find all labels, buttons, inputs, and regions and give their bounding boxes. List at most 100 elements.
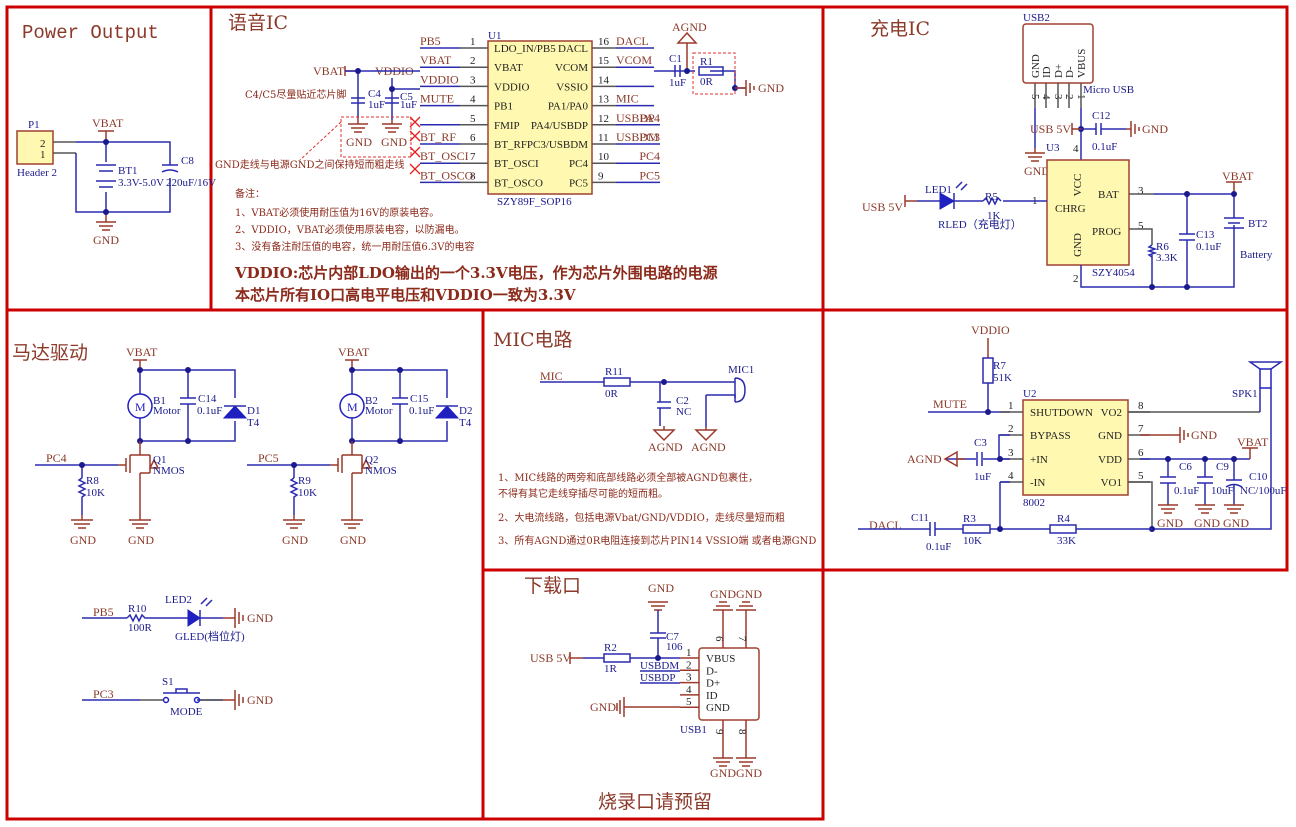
u2-pin-name: -IN <box>1030 477 1045 489</box>
r6-resistor <box>1146 244 1158 258</box>
u1-pin-num: 11 <box>598 132 609 144</box>
u2-pin-num: 2 <box>1008 423 1014 435</box>
u2-pin-num: 6 <box>1138 447 1144 459</box>
u1-left-pins: 1LDO_IN/PB5PB52VBATVBAT3VDDIOVDDIO4PB1MU… <box>420 34 556 189</box>
mic-note-2: 2、大电流线路，包括电源Vbat/GND/VDDIO，走线尽量短而粗 <box>498 511 785 524</box>
c12-value: 0.1uF <box>1092 141 1117 153</box>
usb2-gnd-label: GND <box>1024 164 1050 178</box>
u1-pin-num: 16 <box>598 36 610 48</box>
u3-pin-chrg: CHRG <box>1055 203 1086 215</box>
power-output-section: Power Output P1 2 1 Header 2 VBAT GND BT… <box>16 22 216 247</box>
vbat-label: VBAT <box>92 116 124 130</box>
u2-pin-num: 5 <box>1138 470 1144 482</box>
c2-agnd-label: AGND <box>648 440 683 454</box>
u1-pin-num: 5 <box>470 113 476 125</box>
c9-value: 10uF <box>1211 485 1234 497</box>
bt1-value: 3.3V-5.0V <box>118 177 164 189</box>
u1-pin-name: PC3/USBDM <box>527 139 588 151</box>
usb1-connector <box>698 647 760 721</box>
c3-ref: C3 <box>974 437 987 449</box>
u1-pin-num: 4 <box>470 94 476 106</box>
c4-ref: C4 <box>368 88 381 100</box>
motor-ref: B1 <box>153 395 166 407</box>
motor-vbat-label: VBAT <box>338 345 370 359</box>
usb1-pin-name: D- <box>706 665 718 677</box>
usb1-pin-name: D+ <box>706 678 720 690</box>
r11-resistor <box>603 377 631 387</box>
motor-cap-value: 0.1uF <box>197 405 222 417</box>
c4-gnd-label: GND <box>346 135 372 149</box>
motor-gnd-label: GND <box>340 533 366 547</box>
vddio-note-2: 本芯片所有IO口高电平电压和VDDIO一致为3.3V <box>235 286 576 304</box>
usb1-pin9: 9 <box>713 729 725 735</box>
vbat-port: VBAT <box>313 64 345 78</box>
led2-name: GLED(档位灯) <box>175 629 245 643</box>
usb1-pin-num: 2 <box>686 659 692 671</box>
frame-amplifier <box>821 308 1289 572</box>
c12-ref: C12 <box>1092 110 1110 122</box>
pulldown-value: 10K <box>298 487 317 499</box>
diode-ref: D1 <box>247 405 260 417</box>
s1-name: MODE <box>170 706 203 718</box>
motor-cap-ref: C14 <box>198 393 217 405</box>
c11-value: 0.1uF <box>926 541 951 553</box>
usb1-pin8: 8 <box>736 729 748 735</box>
u2-pin-name: VO1 <box>1101 477 1122 489</box>
u1-pin-name: VSSIO <box>556 81 588 93</box>
r2-resistor <box>603 653 631 663</box>
gnd-label: GND <box>93 233 119 247</box>
c13-ref: C13 <box>1196 229 1215 241</box>
motor-gnd-label: GND <box>70 533 96 547</box>
u2-pin-name: BYPASS <box>1030 430 1071 442</box>
c10-ref: C10 <box>1249 471 1268 483</box>
r5-value: 1K <box>987 210 1001 222</box>
u1-net-label: BT_OSCI <box>420 149 469 163</box>
c8-ref: C8 <box>181 155 194 167</box>
c7-gnd-label: GND <box>648 581 674 595</box>
speaker-icon <box>1247 361 1284 389</box>
u1-pin-num: 1 <box>470 36 476 48</box>
r1-value: 0R <box>700 76 714 88</box>
battery-icon <box>96 164 116 188</box>
u3-pinnum-2: 2 <box>1073 273 1079 285</box>
amplifier-section: VDDIO R7 51K MUTE U2 8002 1SHUTDOWN2BYPA… <box>858 323 1286 553</box>
u1-pin-name: BT_RF <box>494 139 527 151</box>
r1-keepout-box <box>692 52 736 95</box>
led2-ref: LED2 <box>165 594 192 606</box>
usb1-pin7: 7 <box>736 636 748 642</box>
r6-value: 3.3K <box>1156 252 1178 264</box>
c2-ref: C2 <box>676 395 689 407</box>
u1-ref: U1 <box>488 30 501 42</box>
r4-value: 33K <box>1057 535 1076 547</box>
u1-net-label: MIC <box>616 92 639 106</box>
pulldown-ref: R8 <box>86 475 99 487</box>
chip-u3 <box>1046 159 1130 266</box>
mic-agnd-label: AGND <box>691 440 726 454</box>
bt1-ref: BT1 <box>118 165 138 177</box>
c5-gnd-label: GND <box>381 135 407 149</box>
c13-value: 0.1uF <box>1196 241 1221 253</box>
r2-value: 1R <box>604 663 618 675</box>
motor-vbat-label: VBAT <box>126 345 158 359</box>
c3-agnd-label: AGND <box>907 452 942 466</box>
u1-pin-name: FMIP <box>494 120 520 132</box>
amp-vbat-label: VBAT <box>1237 435 1269 449</box>
vddio-note-1: VDDIO:芯片内部LDO输出的一个3.3V电压，作为芯片外围电路的电源 <box>234 264 718 282</box>
usb2-pin-name: VBUS <box>1076 49 1088 78</box>
r1-ref: R1 <box>700 56 713 68</box>
c10-gnd-label: GND <box>1223 516 1249 530</box>
u3-pinnum-5: 5 <box>1138 220 1144 232</box>
usb2-name: Micro USB <box>1083 84 1134 96</box>
u2-pin-name: VO2 <box>1101 407 1122 419</box>
diode-icon <box>222 405 248 419</box>
u3-part: SZY4054 <box>1092 267 1135 279</box>
usb2-pin-name: GND <box>1030 54 1042 78</box>
push-button-switch-icon <box>162 688 201 704</box>
c9-ref: C9 <box>1216 461 1229 473</box>
capacitor-icon <box>180 397 196 405</box>
u2-pin-num: 3 <box>1008 447 1014 459</box>
usb5v-label: USB 5V <box>1030 122 1071 136</box>
switch-input-label: PC3 <box>93 687 114 701</box>
